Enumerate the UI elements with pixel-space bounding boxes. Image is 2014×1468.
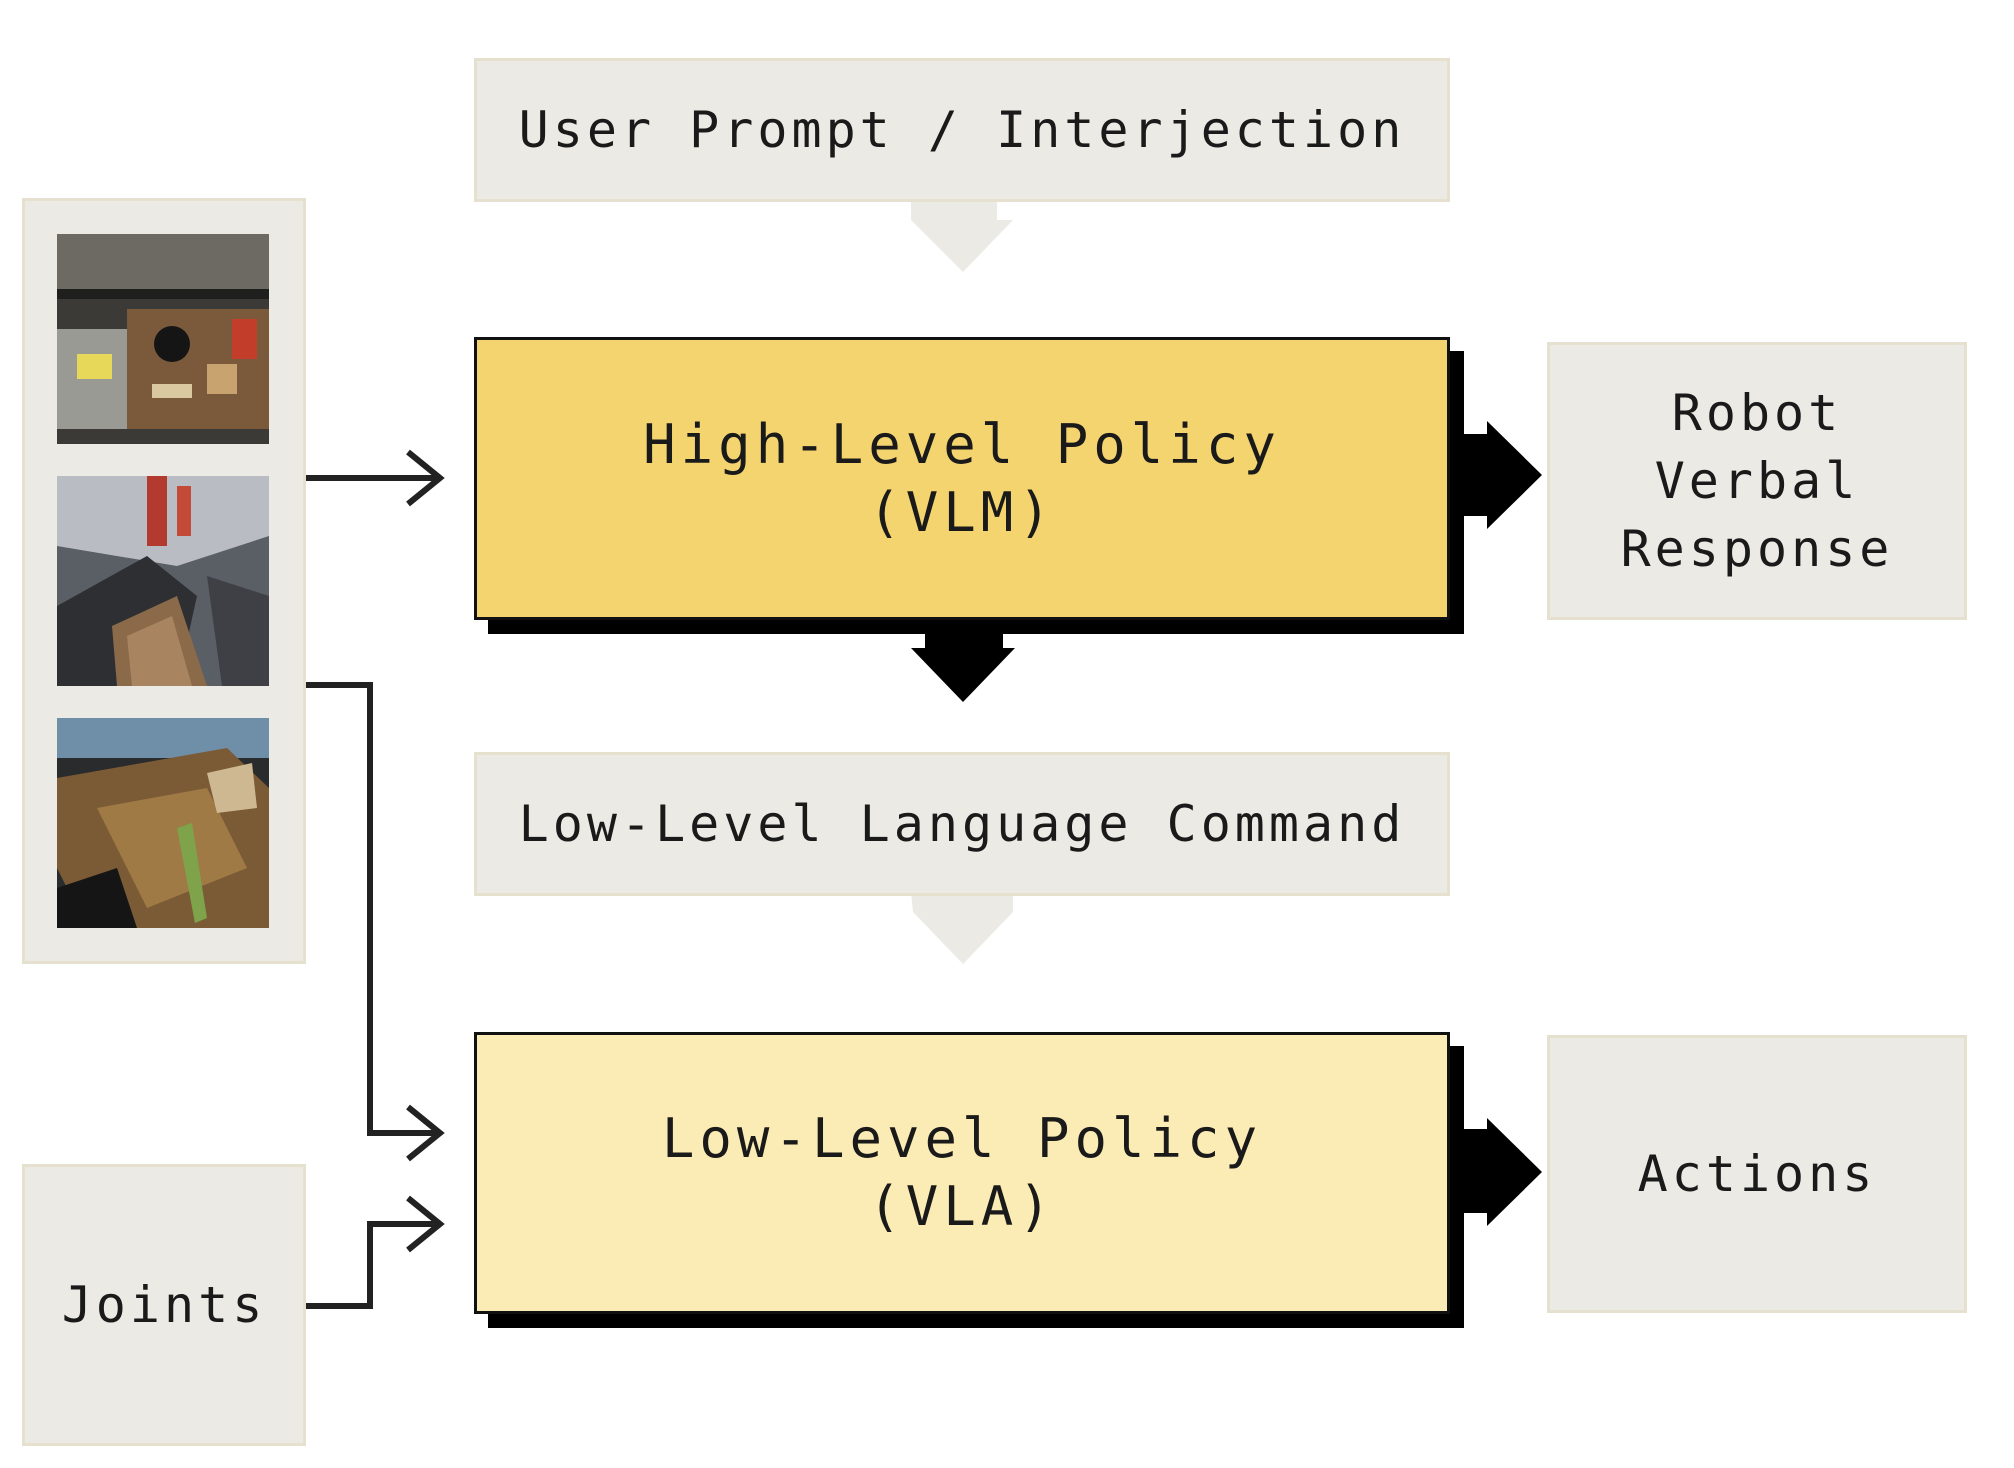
command-arrow <box>911 892 1013 964</box>
robot-response-line3: Response <box>1620 520 1894 578</box>
actions-label: Actions <box>1637 1145 1877 1203</box>
camera-view-1-image <box>57 234 269 444</box>
robot-response-box: Robot Verbal Response <box>1547 342 1967 620</box>
camera-view-3-image <box>57 718 269 928</box>
joints-label: Joints <box>61 1276 267 1334</box>
joints-to-low-arrow <box>306 1195 445 1309</box>
camera-view-2-image <box>57 476 269 686</box>
actions-box: Actions <box>1547 1035 1967 1313</box>
camera-image <box>57 234 269 444</box>
robot-response-line1: Robot <box>1671 384 1843 442</box>
camera-image <box>57 476 269 686</box>
user-prompt-label: User Prompt / Interjection <box>518 101 1406 159</box>
low-level-policy-box: Low-Level Policy (VLA) <box>474 1032 1450 1314</box>
low-level-policy-subtitle: (VLA) <box>868 1175 1056 1238</box>
images-to-high-arrow <box>306 449 445 507</box>
images-to-low-arrow <box>306 682 445 1162</box>
high-level-policy-subtitle: (VLM) <box>868 480 1056 544</box>
joints-box: Joints <box>22 1164 306 1446</box>
low-to-actions-arrow <box>1462 1118 1542 1226</box>
user-prompt-box: User Prompt / Interjection <box>474 58 1450 202</box>
robot-response-line2: Verbal <box>1654 452 1860 510</box>
high-to-response-arrow <box>1462 421 1542 529</box>
camera-image <box>57 718 269 928</box>
high-level-policy-box: High-Level Policy (VLM) <box>474 337 1450 620</box>
low-level-policy-title: Low-Level Policy <box>661 1107 1263 1170</box>
low-level-command-label: Low-Level Language Command <box>518 795 1406 853</box>
high-level-policy-title: High-Level Policy <box>643 412 1281 476</box>
low-level-command-box: Low-Level Language Command <box>474 752 1450 896</box>
high-to-low-arrow <box>911 622 1015 702</box>
